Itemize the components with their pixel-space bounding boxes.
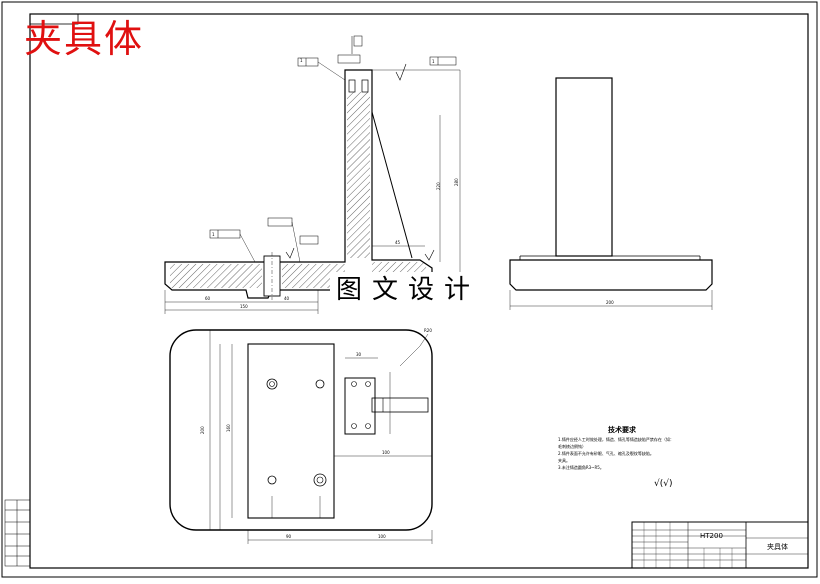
- svg-text:200: 200: [200, 426, 205, 434]
- svg-text:40: 40: [284, 296, 290, 301]
- drawing-title: 夹具体: [24, 17, 145, 61]
- svg-text:100: 100: [378, 534, 386, 539]
- tech-line-5: 3.未注铸造圆角R3~R5。: [558, 464, 604, 470]
- svg-text:45: 45: [395, 240, 401, 245]
- title-block: [631, 521, 809, 569]
- roughness-symbol: √(√): [654, 478, 673, 489]
- tech-line-1: 1.铸件应经人工时效处理，铸造、铸孔等铸造缺陷严禁存在（如：: [558, 436, 674, 442]
- svg-text:150: 150: [240, 304, 248, 309]
- top-side-block: [344, 377, 376, 435]
- top-hole-2: [315, 379, 325, 389]
- left-record-strip: [4, 499, 31, 567]
- svg-text:160: 160: [226, 424, 231, 432]
- tech-line-3: 2.铸件表面不允许有砂眼、气孔、缩孔及裂纹等缺陷。: [558, 450, 654, 456]
- side-upright: [555, 77, 613, 257]
- tech-line-4: 夹具。: [558, 457, 570, 463]
- top-upright-block: [247, 343, 335, 519]
- title-block-material: HT200: [700, 532, 723, 540]
- svg-text:280: 280: [454, 178, 459, 186]
- svg-text:60: 60: [205, 296, 211, 301]
- svg-text:1: 1: [212, 232, 215, 237]
- top-hole-4: [313, 473, 327, 487]
- title-block-part-name: 夹具体: [767, 542, 788, 551]
- side-base: [509, 259, 713, 291]
- svg-text:1: 1: [300, 58, 303, 63]
- top-hole-1: [266, 378, 278, 390]
- tech-requirements-heading: 技术要求: [608, 425, 637, 434]
- rib-line: [371, 111, 413, 259]
- svg-text:100: 100: [382, 450, 390, 455]
- svg-text:1: 1: [432, 59, 435, 64]
- svg-text:30: 30: [356, 352, 362, 357]
- top-view-dim-text: 200 160 90 100 100 30 R20: [200, 328, 432, 539]
- front-view-dim-text: 220 280 45 60 40 150 1 1 1: [205, 58, 459, 309]
- watermark-text: 图文设计: [330, 272, 487, 308]
- base-section-hatch-right: [282, 264, 345, 288]
- inner-frame: [29, 13, 809, 569]
- tech-requirements: 技术要求 1.铸件应经人工时效处理，铸造、铸孔等铸造缺陷严禁存在（如： 毛刺棱边…: [558, 425, 674, 489]
- top-left-box: [29, 13, 79, 25]
- top-base-plate: [169, 329, 433, 531]
- top-view: [169, 329, 433, 544]
- svg-text:90: 90: [286, 534, 292, 539]
- svg-text:220: 220: [436, 182, 441, 190]
- svg-text:R20: R20: [424, 328, 432, 333]
- upright-section-hatch: [347, 92, 370, 258]
- tech-line-2: 毛刺棱边倒钝）: [558, 443, 586, 449]
- base-section-hatch: [170, 264, 262, 288]
- side-view: [509, 77, 713, 310]
- side-width-dim: 200: [606, 300, 614, 305]
- top-hole-3: [267, 475, 277, 485]
